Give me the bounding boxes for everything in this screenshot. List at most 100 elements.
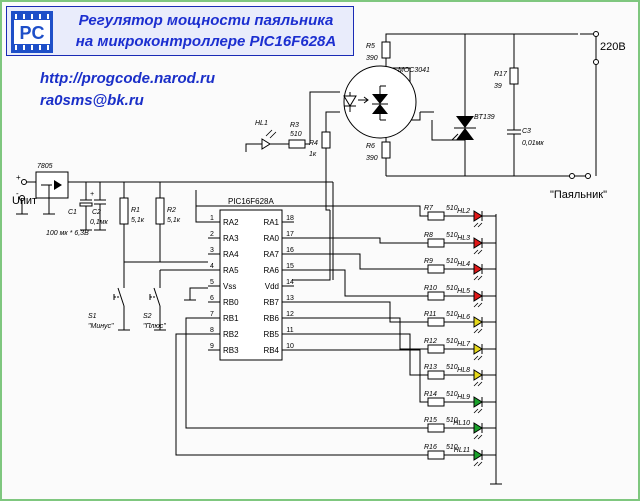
load-label: "Паяльник" (550, 189, 607, 201)
mcu-pin-name: RB7 (263, 298, 279, 307)
led-resistor (427, 423, 445, 433)
s2-name: S2 (143, 313, 152, 320)
hl1-label: HL1 (255, 120, 268, 127)
c2-label: C2 (92, 209, 101, 216)
led-resistor-value: 510 (446, 258, 458, 265)
r1-value: 5,1к (131, 217, 145, 224)
led-wire (195, 205, 428, 223)
mcu-pin-name: RB5 (263, 330, 279, 339)
led-wire (294, 237, 428, 244)
resistor-r17 (509, 67, 519, 85)
led-light-arrows (473, 249, 483, 255)
mcu-pin-name: RB2 (223, 330, 239, 339)
led-resistor (427, 370, 445, 380)
led-name: HL9 (457, 394, 470, 401)
triac-bt139 (451, 116, 476, 141)
input-voltage-label: Uпит (12, 195, 37, 207)
switch-s1 (113, 287, 125, 307)
r6-value: 390 (366, 155, 378, 162)
regulator-7805 (35, 171, 69, 199)
led-light-arrows (473, 222, 483, 228)
led-name: HL7 (457, 341, 471, 348)
led-wire (294, 333, 428, 376)
resistor-r1 (119, 197, 129, 225)
c1-polarity: + (90, 191, 94, 198)
led-resistor-name: R15 (424, 417, 437, 424)
mcu-pin-number: 9 (210, 343, 214, 350)
led-resistor-value: 510 (446, 444, 458, 451)
resistor-r4 (321, 131, 331, 149)
mcu-pin-number: 13 (286, 295, 294, 302)
led-resistor-name: R11 (424, 311, 436, 318)
led-resistor (427, 238, 445, 248)
mcu-pin-name: RA4 (223, 250, 239, 259)
led-hl1 (250, 129, 277, 150)
led-resistor (427, 450, 445, 460)
c1-label: C1 (68, 209, 77, 216)
led-light-arrows (473, 381, 483, 387)
led-name: HL11 (454, 447, 470, 454)
led-resistor (427, 317, 445, 327)
led-resistor-name: R14 (424, 391, 437, 398)
mcu-pin-number: 16 (286, 247, 294, 254)
led-name: HL4 (457, 261, 470, 268)
c2-value: 0,1мк (90, 219, 109, 226)
s1-label: "Минус" (88, 323, 114, 330)
c1-value: 100 мк * 6,3В (46, 230, 89, 237)
title-line-1: Регулятор мощности паяльника (78, 12, 334, 29)
triac-label: BT139 (474, 114, 495, 121)
mains-label: 220B (600, 41, 626, 53)
led-resistor (427, 264, 445, 274)
led-diode (473, 210, 483, 222)
capacitor-c2 (94, 199, 106, 205)
mcu-pin-name: RA2 (223, 218, 239, 227)
resistor-r5 (381, 41, 391, 59)
led-wire (175, 333, 428, 456)
regulator-label: 7805 (37, 163, 53, 170)
title-line-2: на микроконтроллере PIC16F628A (75, 33, 337, 50)
s2-label: "Плюс" (143, 323, 166, 330)
mcu-pin-number: 15 (286, 263, 294, 270)
led-name: HL6 (457, 314, 470, 321)
led-resistor-value: 510 (446, 232, 458, 239)
r17-value: 39 (494, 83, 502, 90)
mcu-pin-name: RA7 (263, 250, 279, 259)
r4-label: R4 (309, 140, 318, 147)
c3-value: 0,01мк (522, 140, 544, 147)
led-resistor (427, 291, 445, 301)
input-minus: - (16, 189, 19, 198)
led-resistor-name: R8 (424, 232, 433, 239)
mcu-pin-number: 3 (210, 247, 214, 254)
mcu-pin-number: 4 (210, 263, 214, 270)
capacitor-c3 (507, 129, 521, 140)
mcu-pin-number: 7 (210, 311, 214, 318)
r2-value: 5,1к (167, 217, 181, 224)
led-wire (294, 253, 428, 270)
led-name: HL2 (457, 208, 470, 215)
r17-label: R17 (494, 71, 508, 78)
mcu-pin-number: 2 (210, 231, 214, 238)
r5-value: 390 (366, 55, 378, 62)
led-resistor-value: 510 (446, 205, 458, 212)
led-wire (294, 349, 428, 403)
mcu-pin-number: 10 (286, 343, 294, 350)
mcu-pin-number: 12 (286, 311, 294, 318)
led-resistor-value: 510 (446, 285, 458, 292)
resistor-r6 (381, 141, 391, 159)
r3-value: 510 (290, 131, 302, 138)
mcu-pin-name: RB0 (223, 298, 239, 307)
c3-label: C3 (522, 128, 531, 135)
led-resistor (427, 211, 445, 221)
led-wire (294, 301, 428, 323)
r2-label: R2 (167, 207, 176, 214)
led-name: HL8 (457, 367, 470, 374)
site-link[interactable]: http://progcode.narod.ru (40, 70, 215, 87)
mcu-pic16f628a (219, 209, 283, 361)
mcu-pin-name: RA6 (263, 266, 279, 275)
mcu-pin-name: RB3 (223, 346, 239, 355)
led-light-arrows (473, 275, 483, 281)
email-link[interactable]: ra0sms@bk.ru (40, 92, 144, 109)
led-resistor-name: R9 (424, 258, 433, 265)
led-diode (473, 290, 483, 302)
